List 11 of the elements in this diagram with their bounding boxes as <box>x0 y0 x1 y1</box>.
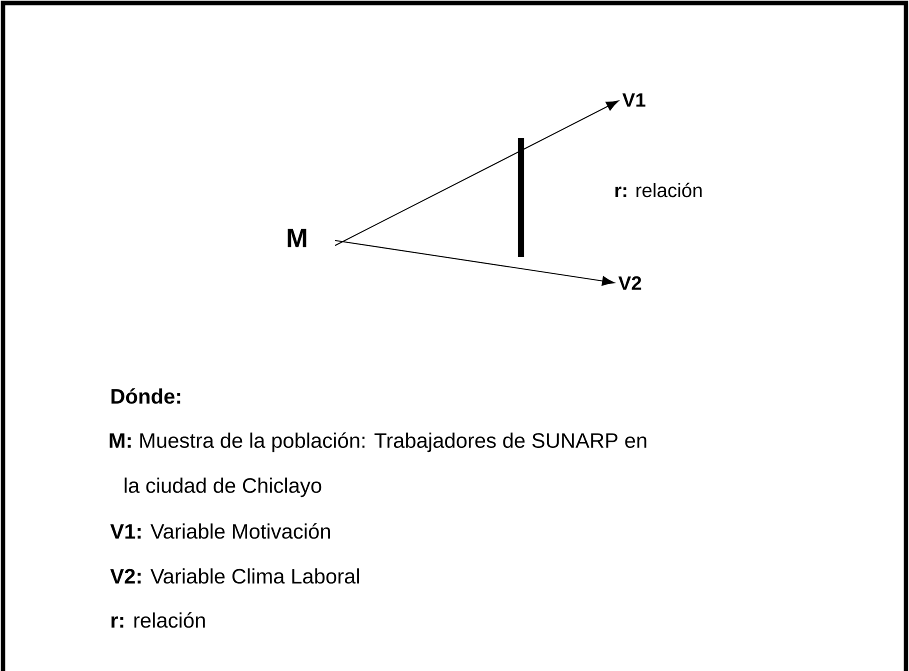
node-label: M <box>288 228 306 248</box>
relation-note: r: relación <box>615 182 702 198</box>
arrow <box>334 100 619 246</box>
node-label: V1 <box>622 93 646 107</box>
legend-text: M: Muestra de la población: Trabajadores de SUNARP en la ciudad de Chiclayo <box>110 432 646 498</box>
heading: Dónde: <box>112 388 180 404</box>
node-label: V2 <box>618 276 642 290</box>
arrow <box>335 240 615 286</box>
legend-text: r: relación <box>112 612 205 628</box>
legend-text: V2: Variable Clima Laboral <box>110 568 359 584</box>
legend-text: V1: Variable Motivación <box>110 523 330 539</box>
